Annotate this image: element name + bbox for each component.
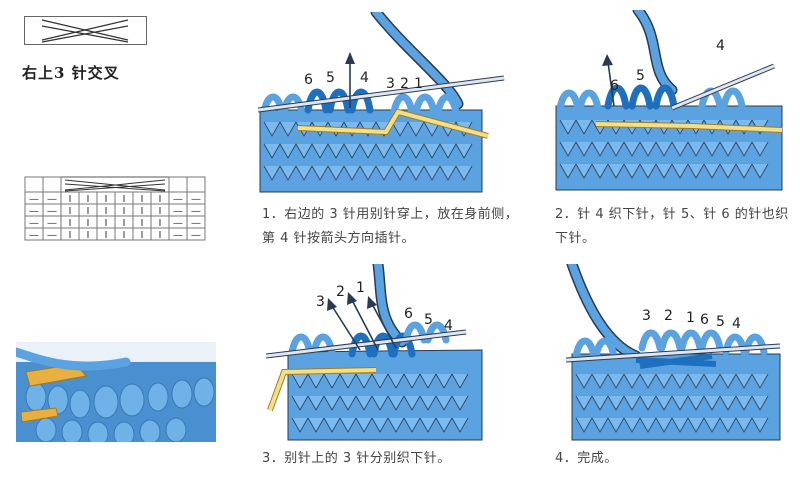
chart-cell: [42, 176, 62, 193]
chart-cell: [186, 176, 206, 193]
chart-symbol: —: [191, 194, 201, 205]
step-4-label: 3: [642, 308, 651, 324]
step-4-label: 5: [716, 314, 725, 330]
step-3-caption: 3．别针上的 3 针分别织下针。: [262, 451, 451, 466]
chart-symbol: Ι: [87, 218, 90, 229]
knit-sample-photo: [16, 342, 216, 442]
chart-symbol: Ι: [141, 218, 144, 229]
step-1-label: 4: [360, 70, 369, 86]
chart-symbol: —: [173, 206, 183, 217]
chart-symbol: Ι: [159, 194, 162, 205]
step-4-label: 2: [664, 308, 673, 324]
chart-symbol: —: [191, 206, 201, 217]
chart-symbol: Ι: [69, 194, 72, 205]
step-3-label: 1: [356, 280, 365, 296]
chart-symbol: —: [173, 218, 183, 229]
step-4-caption: 4．完成。: [555, 451, 618, 466]
step-1-label: 2: [400, 76, 409, 92]
step-3-label: 5: [424, 312, 433, 328]
step-2-label: 6: [610, 78, 619, 94]
step-1-illustration: 6 5 4 3 2 1: [258, 12, 505, 193]
step-1-label: 6: [304, 72, 313, 88]
step-4-illustration: 3 2 1 6 5 4: [566, 264, 781, 441]
chart-symbol: —: [29, 230, 39, 241]
chart-symbol: —: [173, 230, 183, 241]
chart-symbol: Ι: [141, 206, 144, 217]
step-1-label: 3: [386, 76, 395, 92]
step-2-label: 5: [636, 68, 645, 84]
chart-symbol: Ι: [159, 230, 162, 241]
chart-cable-cross-cell: [60, 176, 170, 193]
step-1-label: 1: [414, 76, 423, 92]
chart-symbol: Ι: [105, 194, 108, 205]
step-3-label: 2: [336, 284, 345, 300]
chart-symbol: Ι: [87, 206, 90, 217]
chart-cell: [24, 176, 44, 193]
step-2-label: 4: [716, 38, 725, 54]
chart-symbol: —: [173, 194, 183, 205]
chart-symbol: Ι: [87, 230, 90, 241]
chart-cell: [168, 176, 188, 193]
chart-symbol: Ι: [69, 218, 72, 229]
chart-symbol: —: [191, 218, 201, 229]
chart-symbol: Ι: [141, 194, 144, 205]
chart-symbol: Ι: [141, 230, 144, 241]
step-3-label: 4: [444, 318, 453, 334]
chart-symbol: Ι: [105, 218, 108, 229]
chart-symbol: Ι: [69, 230, 72, 241]
chart-symbol: —: [29, 194, 39, 205]
step-3-label: 3: [316, 294, 325, 310]
step-1-label: 5: [326, 70, 335, 86]
chart-symbol: Ι: [123, 218, 126, 229]
chart-symbol: —: [191, 230, 201, 241]
step-4-label: 1: [686, 310, 695, 326]
chart-symbol: Ι: [123, 194, 126, 205]
step-4-label: 4: [732, 316, 741, 332]
chart-symbol: —: [47, 194, 57, 205]
chart-symbol: —: [47, 218, 57, 229]
chart-cell: [186, 227, 206, 241]
chart-symbol: Ι: [105, 230, 108, 241]
step-2-caption: 2．针 4 织下针，针 5、针 6 的针也织下针。: [555, 207, 789, 246]
chart-symbol: —: [47, 230, 57, 241]
cable-symbol-box: [24, 16, 147, 45]
chart-symbol: Ι: [105, 206, 108, 217]
step-4-label: 6: [700, 312, 709, 328]
pattern-title: 右上3 针交叉: [22, 64, 120, 82]
chart-symbol: Ι: [87, 194, 90, 205]
step-3-label: 6: [404, 306, 413, 322]
chart-symbol: Ι: [159, 218, 162, 229]
chart-symbol: —: [29, 218, 39, 229]
chart-symbol: —: [47, 206, 57, 217]
step-1-caption: 1．右边的 3 针用别针穿上，放在身前侧，第 4 针按箭头方向插针。: [262, 207, 519, 246]
step-3-illustration: 3 2 1 6 5 4: [266, 264, 483, 441]
chart-symbol: Ι: [159, 206, 162, 217]
step-2-illustration: 6 5 4: [555, 10, 783, 191]
chart-symbol: Ι: [123, 206, 126, 217]
chart-symbol: —: [29, 206, 39, 217]
chart-symbol: Ι: [69, 206, 72, 217]
chart-symbol: Ι: [123, 230, 126, 241]
